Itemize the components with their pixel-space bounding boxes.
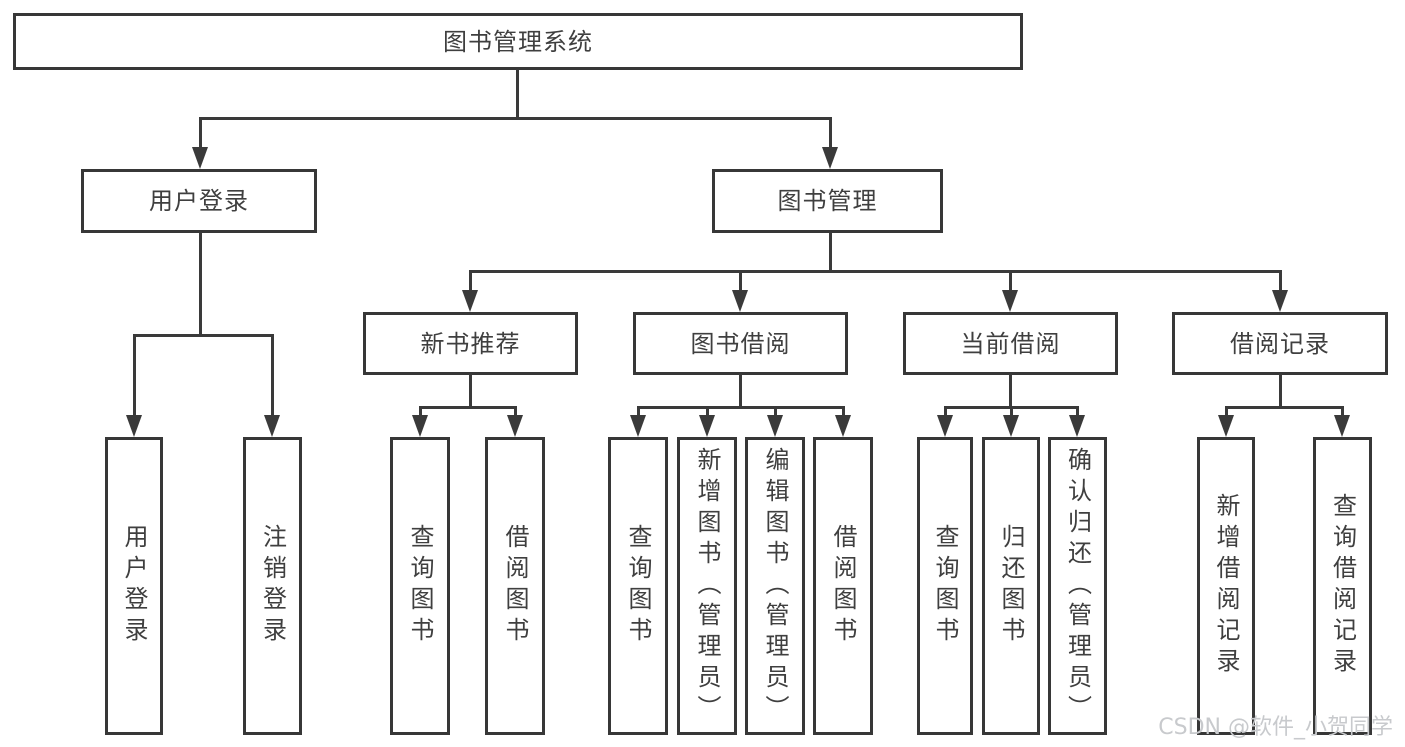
edge-stem-leaf-return-books [1010,406,1013,418]
arrowhead-leaf-logout [264,415,280,437]
edge-stem-leaf-query-borrow [637,406,640,418]
arrowhead-new-book-recommend [462,290,478,312]
edge-user-login-stem [199,232,202,336]
node-label: 新书推荐 [420,329,521,358]
edge-stem-leaf-query-recommend [419,406,422,418]
edge-stem-leaf-confirm-return [1076,406,1079,418]
edge-stem-borrow-records [1279,270,1282,293]
edge-borrow-records-stem [1279,374,1282,408]
leaf-borrow-books: 借阅图书 [813,437,873,735]
edge-stem-leaf-add-record [1225,406,1228,418]
edge-stem-leaf-query-current [944,406,947,418]
leaf-label: 注销登录 [258,524,287,648]
edge-stem-current-borrow [1009,270,1012,293]
edge-current-borrow-stem [1009,374,1012,408]
node-label: 图书管理系统 [443,27,593,56]
arrowhead-leaf-return-books [1003,415,1019,437]
leaf-label: 查询图书 [931,524,959,648]
leaf-label: 编辑图书（管理员） [761,446,789,726]
edge-stem-to-user-login [199,117,202,150]
node-book-borrow: 图书借阅 [633,312,848,375]
edge-stem-leaf-borrow-recommend [514,406,517,418]
arrowhead-leaf-query-record [1334,415,1350,437]
leaf-query-books-current: 查询图书 [917,437,973,735]
leaf-label: 确认归还（管理员） [1063,446,1092,726]
arrowhead-leaf-edit-books [767,415,783,437]
arrowhead-leaf-query-current [937,415,953,437]
edge-book-borrow-hline [637,406,845,409]
arrowhead-borrow-records [1272,290,1288,312]
edge-stem-leaf-user-login [133,334,136,418]
leaf-logout: 注销登录 [243,437,302,735]
edge-stem-leaf-add-books [706,406,709,418]
arrowhead-leaf-query-borrow [630,415,646,437]
edge-root-branch-hline [199,117,832,120]
leaf-query-borrow-record: 查询借阅记录 [1313,437,1372,735]
edge-book-management-stem [829,232,832,273]
edge-stem-leaf-borrow-books [842,406,845,418]
node-label: 当前借阅 [960,329,1061,358]
leaf-query-books-borrow: 查询图书 [608,437,668,735]
arrowhead-leaf-confirm-return [1069,415,1085,437]
edge-stem-new-book-recommend [469,270,472,293]
edge-book-management-branch-hline [469,270,1282,273]
arrowhead-leaf-user-login [126,415,142,437]
node-label: 借阅记录 [1230,329,1330,358]
leaf-return-books: 归还图书 [982,437,1040,735]
edge-user-login-branch-hline [133,334,274,337]
edge-stem-leaf-edit-books [774,406,777,418]
leaf-borrow-books-recommend: 借阅图书 [485,437,545,735]
node-current-borrow: 当前借阅 [903,312,1118,375]
arrowhead-leaf-borrow-recommend [507,415,523,437]
node-label: 用户登录 [149,187,249,215]
node-borrow-records: 借阅记录 [1172,312,1388,375]
leaf-label: 用户登录 [120,524,148,648]
arrowhead-leaf-borrow-books [835,415,851,437]
edge-new-book-recommend-stem [469,374,472,408]
node-label: 图书管理 [777,187,878,215]
edge-borrow-records-hline [1225,406,1344,409]
edge-book-borrow-stem [739,374,742,408]
arrowhead-leaf-query-recommend [412,415,428,437]
leaf-edit-books-admin: 编辑图书（管理员） [745,437,805,735]
edge-stem-book-borrow [739,270,742,293]
arrowhead-leaf-add-record [1218,415,1234,437]
edge-stem-leaf-logout [271,334,274,418]
node-book-management: 图书管理 [712,169,943,233]
edge-root-stem [516,69,519,120]
edge-stem-to-book-management [829,117,832,150]
csdn-watermark: CSDN @软件_小贺同学 [1158,714,1393,740]
edge-new-book-recommend-hline [419,406,517,409]
leaf-label: 归还图书 [997,524,1025,648]
leaf-label: 新增借阅记录 [1212,493,1240,679]
arrowhead-book-management [822,147,838,169]
leaf-add-books-admin: 新增图书（管理员） [677,437,737,735]
arrowhead-leaf-add-books [699,415,715,437]
leaf-label: 查询图书 [406,524,434,648]
node-new-book-recommend: 新书推荐 [363,312,578,375]
leaf-user-login: 用户登录 [105,437,163,735]
leaf-query-books-recommend: 查询图书 [390,437,450,735]
node-user-login: 用户登录 [81,169,317,233]
leaf-label: 新增图书（管理员） [693,446,721,726]
leaf-label: 借阅图书 [501,524,529,648]
arrowhead-book-borrow [732,290,748,312]
arrowhead-current-borrow [1002,290,1018,312]
leaf-confirm-return-admin: 确认归还（管理员） [1048,437,1107,735]
leaf-label: 查询图书 [624,524,652,648]
node-label: 图书借阅 [690,329,791,358]
leaf-label: 查询借阅记录 [1328,493,1357,679]
leaf-add-borrow-record: 新增借阅记录 [1197,437,1255,735]
leaf-label: 借阅图书 [829,524,857,648]
node-root-library-system: 图书管理系统 [13,13,1023,70]
arrowhead-user-login [192,147,208,169]
edge-stem-leaf-query-record [1341,406,1344,418]
